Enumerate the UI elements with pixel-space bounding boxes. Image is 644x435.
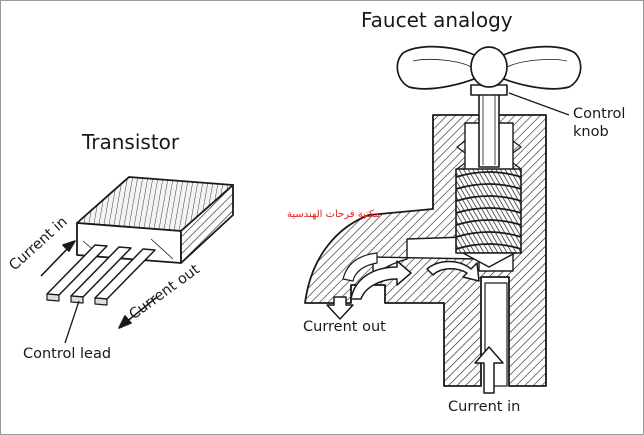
faucet-flow-arrow-left (350, 260, 412, 300)
faucet-current-in-arrow (474, 346, 504, 394)
transistor-lead-left (46, 244, 108, 302)
faucet-title: Faucet analogy (361, 8, 513, 32)
faucet-screw-thread (455, 168, 522, 268)
transistor-drawing (40, 176, 234, 344)
faucet-wing-knob (396, 45, 582, 90)
watermark-text: مكتبة فرحات الهندسية (287, 209, 381, 220)
transistor-package-side (180, 184, 234, 264)
transistor-lead-control (70, 246, 132, 304)
faucet-current-out-label: Current out (303, 319, 386, 335)
faucet-flow-arrow-right (426, 260, 480, 282)
control-lead-pointer (64, 300, 80, 344)
faucet-current-in-label: Current in (448, 399, 521, 415)
transistor-title: Transistor (82, 130, 180, 154)
control-knob-label-line1: Control (573, 106, 626, 122)
transistor-current-out-arrow (118, 296, 158, 329)
transistor-current-in-arrow (40, 240, 76, 277)
control-knob-pointer (508, 92, 570, 116)
faucet-stem (478, 86, 500, 168)
control-lead-label: Control lead (23, 346, 112, 362)
faucet-flow-arrow-down (326, 296, 354, 320)
faucet-drawing (304, 45, 582, 394)
control-knob-label-line2: knob (573, 124, 609, 140)
transistor-lead-right (94, 248, 156, 306)
